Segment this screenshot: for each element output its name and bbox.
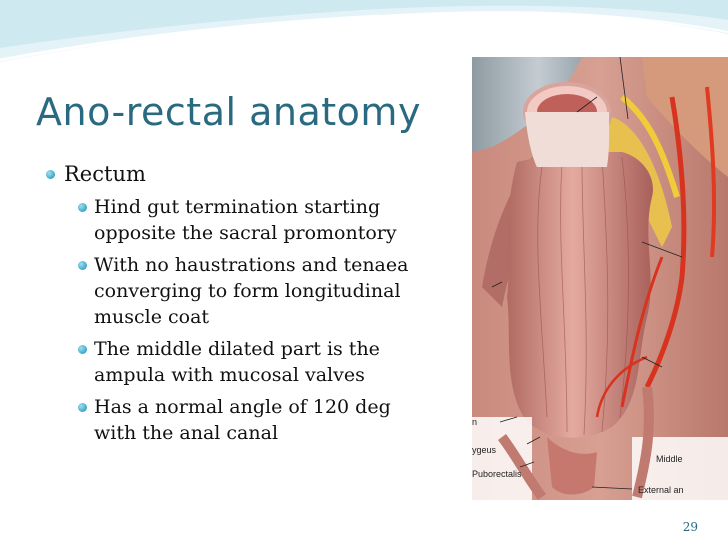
bullet-list: Rectum Hind gut termination starting opp… bbox=[20, 160, 460, 452]
sub-bullet-line: opposite the sacral promontory bbox=[94, 222, 397, 244]
anatomy-illustration: n ygeus Puborectalis Middle External an bbox=[472, 57, 728, 500]
sub-bullet-3: The middle dilated part is the ampula wi… bbox=[20, 336, 460, 388]
header-wave-decoration bbox=[0, 0, 728, 62]
sub-bullet-line: with the anal canal bbox=[94, 422, 279, 444]
sub-bullet-line: muscle coat bbox=[94, 306, 210, 328]
bullet-icon bbox=[78, 345, 87, 354]
sub-bullet-2: With no haustrations and tenaea convergi… bbox=[20, 252, 460, 330]
sub-bullet-line: With no haustrations and tenaea bbox=[94, 254, 409, 276]
rectum-drawing: n ygeus Puborectalis Middle External an bbox=[472, 57, 728, 500]
sub-bullet-4: Has a normal angle of 120 deg with the a… bbox=[20, 394, 460, 446]
bullet-icon bbox=[78, 261, 87, 270]
sub-bullet-line: Has a normal angle of 120 deg bbox=[94, 396, 391, 418]
figure-label-coccygeus: ygeus bbox=[472, 445, 497, 455]
sub-bullet-1: Hind gut termination starting opposite t… bbox=[20, 194, 460, 246]
bullet-rectum: Rectum bbox=[20, 160, 460, 188]
sub-bullet-line: converging to form longitudinal bbox=[94, 280, 401, 302]
page-number: 29 bbox=[682, 520, 698, 534]
sub-bullet-line: Hind gut termination starting bbox=[94, 196, 381, 218]
figure-label-puborectalis: Puborectalis bbox=[472, 469, 522, 479]
bullet-icon bbox=[46, 170, 55, 179]
figure-label-external-anal: External an bbox=[638, 485, 684, 495]
bullet-icon bbox=[78, 403, 87, 412]
sub-bullet-line: The middle dilated part is the bbox=[94, 338, 380, 360]
bullet-icon bbox=[78, 203, 87, 212]
slide-title: Ano-rectal anatomy bbox=[36, 90, 421, 134]
figure-label-middle: Middle bbox=[656, 454, 683, 464]
sub-bullet-line: ampula with mucosal valves bbox=[94, 364, 365, 386]
bullet-text: Rectum bbox=[64, 162, 146, 186]
figure-label-n: n bbox=[472, 417, 477, 427]
